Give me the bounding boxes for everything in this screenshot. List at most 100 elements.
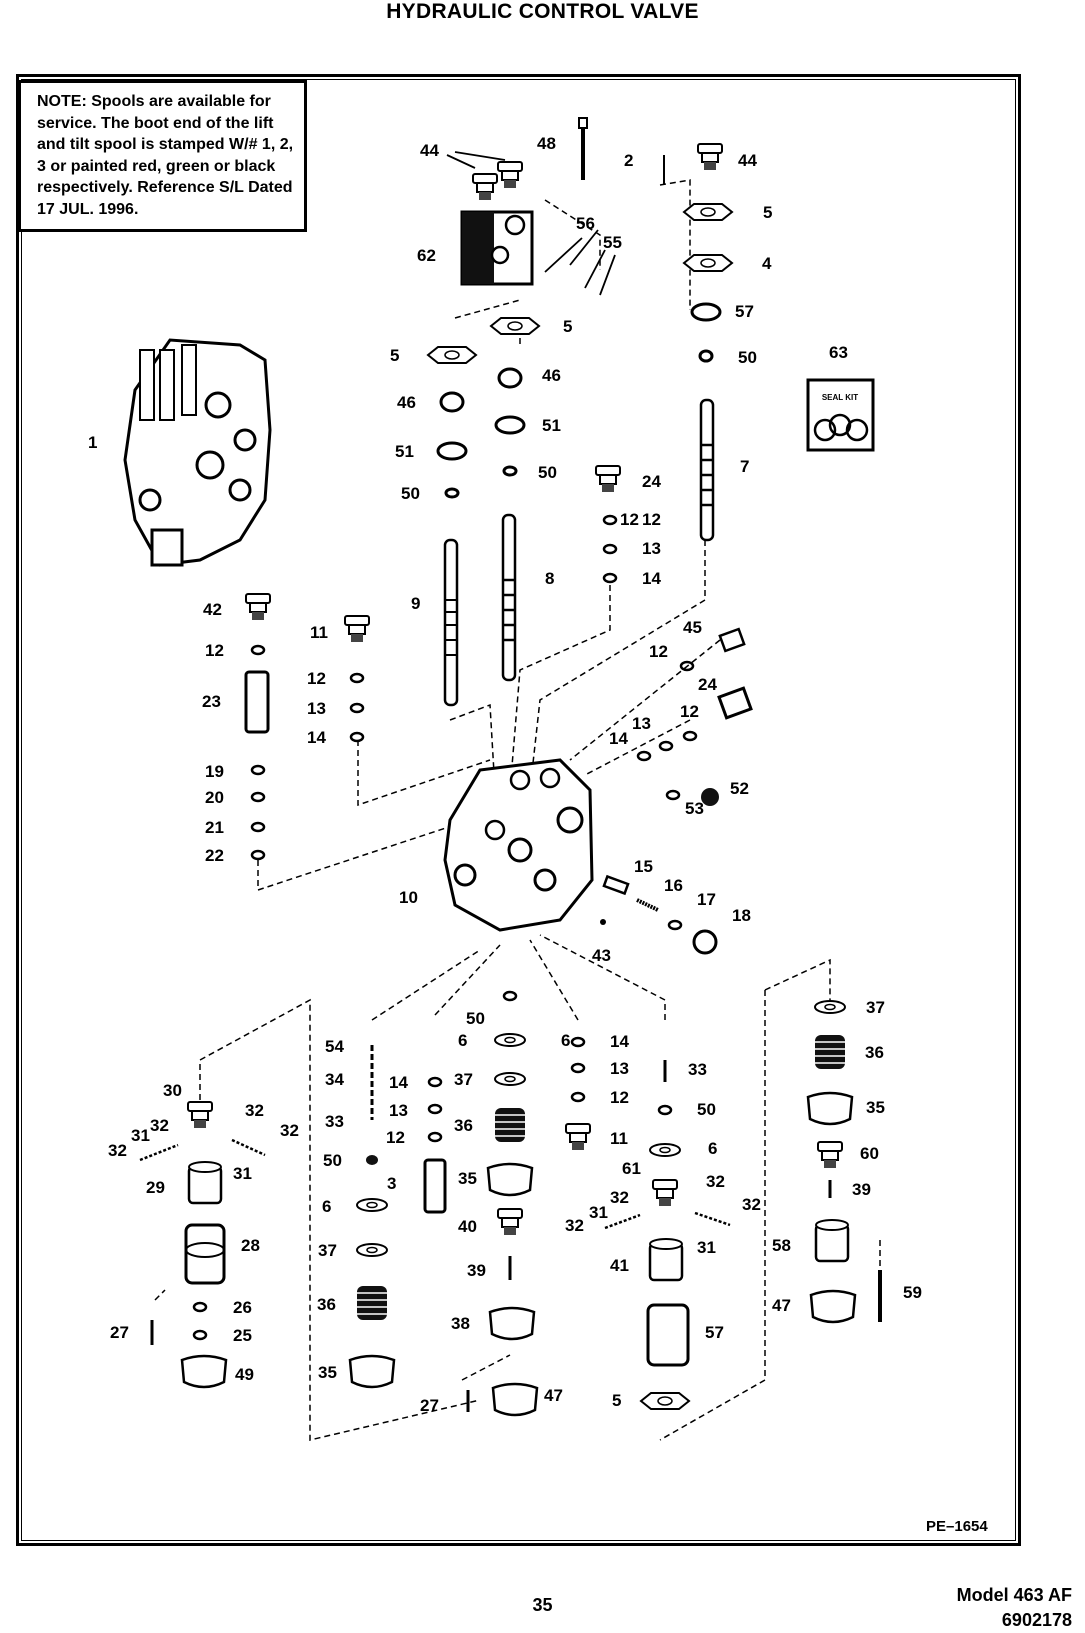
callout-11a: 11 bbox=[310, 623, 328, 642]
callout-12b: 12 bbox=[205, 641, 224, 660]
callout-39b: 39 bbox=[852, 1180, 871, 1199]
callout-5a: 5 bbox=[763, 203, 772, 222]
callout-10: 10 bbox=[399, 888, 418, 907]
callout-42: 42 bbox=[203, 600, 222, 619]
callout-37b: 37 bbox=[866, 998, 885, 1017]
callout-35a: 35 bbox=[458, 1169, 477, 1188]
callout-14a: 14 bbox=[642, 569, 661, 588]
callout-12c: 12 bbox=[307, 669, 326, 688]
callout-55: 55 bbox=[603, 233, 622, 252]
callout-57a: 57 bbox=[735, 302, 754, 321]
callout-46a: 46 bbox=[542, 366, 561, 385]
note-text: Spools are available for service. The bo… bbox=[37, 93, 294, 218]
callout-62: 62 bbox=[417, 246, 436, 265]
callout-3: 3 bbox=[387, 1174, 396, 1193]
callout-18: 18 bbox=[732, 906, 751, 925]
bottom-center-column bbox=[466, 990, 539, 1417]
model-number: 6902178 bbox=[1001, 1610, 1072, 1630]
callout-32c: 32 bbox=[245, 1101, 264, 1120]
callout-4: 4 bbox=[762, 254, 772, 273]
callout-44b: 44 bbox=[738, 151, 757, 170]
valve-body-illustration bbox=[443, 758, 594, 932]
callout-59: 59 bbox=[903, 1283, 922, 1302]
callout-6b: 6 bbox=[322, 1197, 331, 1216]
callout-37a: 37 bbox=[454, 1070, 473, 1089]
seal-kit-label: SEAL KIT bbox=[822, 393, 858, 402]
callout-13b: 13 bbox=[307, 699, 326, 718]
callout-13e: 13 bbox=[610, 1059, 629, 1078]
callout-17: 17 bbox=[697, 890, 716, 909]
callout-24a: 24 bbox=[642, 472, 661, 491]
page-title: HYDRAULIC CONTROL VALVE bbox=[386, 0, 699, 23]
callout-37c: 37 bbox=[318, 1241, 337, 1260]
callout-15: 15 bbox=[634, 857, 653, 876]
right-side-fittings bbox=[600, 627, 753, 955]
callout-7: 7 bbox=[740, 457, 749, 476]
callout-58: 58 bbox=[772, 1236, 791, 1255]
seal-kit-illustration: SEAL KIT bbox=[806, 378, 875, 452]
bottom-center-right-column bbox=[565, 1036, 731, 1410]
callout-14c: 14 bbox=[609, 729, 628, 748]
callout-32e: 32 bbox=[565, 1216, 584, 1235]
callout-24b: 24 bbox=[698, 675, 717, 694]
callout-12g: 12 bbox=[610, 1088, 629, 1107]
callout-61: 61 bbox=[622, 1159, 641, 1178]
spools-illustration bbox=[443, 117, 715, 707]
callout-12a: 12 bbox=[642, 510, 661, 529]
callout-32a: 32 bbox=[108, 1141, 127, 1160]
callout-44a: 44 bbox=[420, 141, 439, 160]
callout-40: 40 bbox=[458, 1217, 477, 1236]
callout-47a: 47 bbox=[544, 1386, 563, 1405]
callout-12d: 12 bbox=[649, 642, 668, 661]
callout-6c: 6 bbox=[458, 1031, 467, 1050]
callout-5d: 5 bbox=[612, 1391, 621, 1410]
callout-31b: 31 bbox=[233, 1164, 252, 1183]
callout-14e: 14 bbox=[610, 1032, 629, 1051]
callout-60: 60 bbox=[860, 1144, 879, 1163]
callout-50d: 50 bbox=[697, 1100, 716, 1119]
callout-27a: 27 bbox=[110, 1323, 129, 1342]
callout-30: 30 bbox=[163, 1081, 182, 1100]
service-note: NOTE: Spools are available for service. … bbox=[18, 80, 307, 232]
callout-26: 26 bbox=[233, 1298, 252, 1317]
callout-34: 34 bbox=[325, 1070, 344, 1089]
callout-57b: 57 bbox=[705, 1323, 724, 1342]
callout-50a: 50 bbox=[738, 348, 757, 367]
callout-6d: 6 bbox=[708, 1139, 717, 1158]
callout-41: 41 bbox=[610, 1256, 629, 1275]
callout-51b: 51 bbox=[395, 442, 414, 461]
callout-31a: 31 bbox=[131, 1126, 150, 1145]
callout-12f: 12 bbox=[386, 1128, 405, 1147]
callout-50f: 50 bbox=[466, 1009, 485, 1028]
callout-11b: 11 bbox=[610, 1129, 628, 1148]
callout-43: 43 bbox=[592, 946, 611, 965]
callout-51a: 51 bbox=[542, 416, 561, 435]
model-name: Model 463 AF bbox=[956, 1585, 1072, 1605]
callout-33a: 33 bbox=[325, 1112, 344, 1131]
callout-47b: 47 bbox=[772, 1296, 791, 1315]
bottom-left-assembly bbox=[139, 1101, 266, 1389]
callout-35c: 35 bbox=[318, 1363, 337, 1382]
callout-2: 2 bbox=[624, 151, 633, 170]
callout-31c: 31 bbox=[589, 1203, 608, 1222]
callout-48: 48 bbox=[537, 134, 556, 153]
page-number: 35 bbox=[532, 1595, 553, 1615]
far-right-column bbox=[806, 1000, 882, 1324]
callout-13a: 13 bbox=[642, 539, 661, 558]
callout-38: 38 bbox=[451, 1314, 470, 1333]
callout-9: 9 bbox=[411, 594, 420, 613]
diagram-frame-inner bbox=[21, 79, 1016, 1541]
callout-23: 23 bbox=[202, 692, 221, 711]
bottom-center-left-column bbox=[348, 1045, 447, 1389]
callout-50e: 50 bbox=[323, 1151, 342, 1170]
callout-28: 28 bbox=[241, 1236, 260, 1255]
callout-50c: 50 bbox=[401, 484, 420, 503]
callout-32b: 32 bbox=[150, 1116, 169, 1135]
callout-8: 8 bbox=[545, 569, 554, 588]
callout-12h: 12 bbox=[620, 510, 639, 529]
assembled-valve-illustration bbox=[123, 338, 272, 567]
callout-35b: 35 bbox=[866, 1098, 885, 1117]
callout-32f: 32 bbox=[610, 1188, 629, 1207]
callout-13d: 13 bbox=[389, 1101, 408, 1120]
